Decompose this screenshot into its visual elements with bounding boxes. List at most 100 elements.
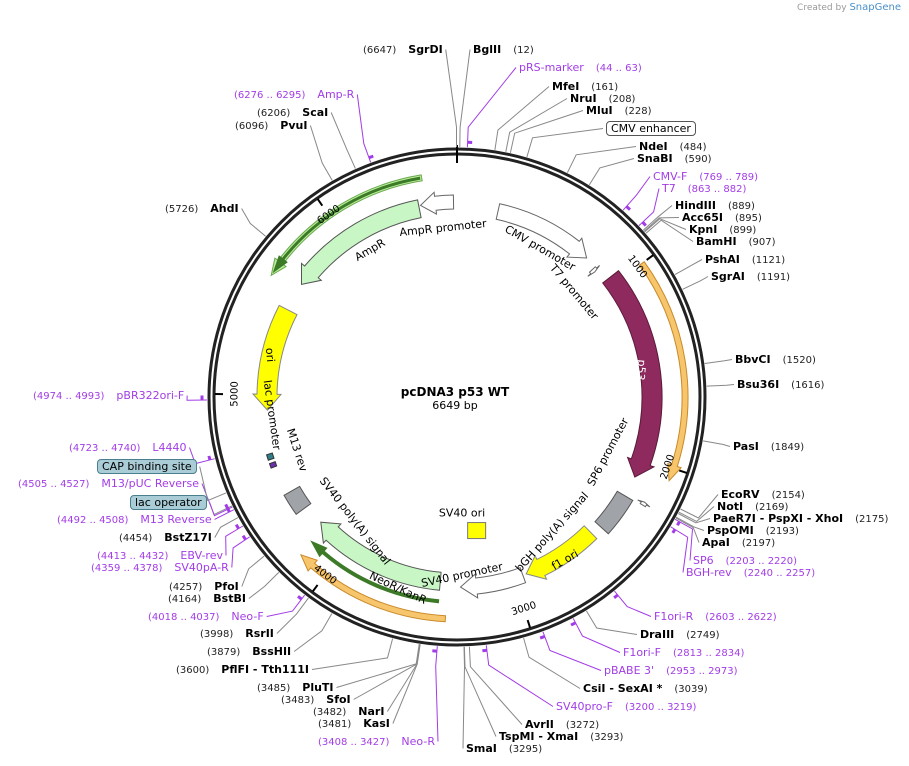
feature-box-lac-operator[interactable]: lac operator (130, 495, 207, 510)
enzyme-label-hindiii[interactable]: HindIII(889) (675, 200, 755, 213)
enzyme-label-ahdi[interactable]: (5726)AhdI (165, 203, 239, 216)
label-connector (231, 536, 250, 568)
enzyme-label-avrii[interactable]: AvrII(3272) (525, 719, 599, 732)
enzyme-label-bbvci[interactable]: BbvCI(1520) (735, 354, 816, 367)
primer-label-m13-puc-reverse[interactable]: (4505 .. 4527)M13/pUC Reverse (18, 478, 199, 491)
enzyme-label-kasi[interactable]: (3481)KasI (318, 718, 390, 731)
enzyme-label-sgrai[interactable]: SgrAI(1191) (711, 271, 790, 284)
enzyme-label-apai[interactable]: ApaI(2197) (702, 537, 775, 550)
label-connector (505, 98, 568, 152)
enzyme-label-bglii[interactable]: BglII(12) (473, 44, 534, 57)
enzyme-label-scai[interactable]: (6206)ScaI (257, 107, 328, 120)
label-connector (276, 597, 309, 634)
site-name: F1ori-F (623, 646, 661, 659)
enzyme-label-noti[interactable]: NotI(2169) (717, 501, 788, 514)
primer-label-cmv-f[interactable]: CMV-F(769 .. 789) (653, 171, 758, 184)
primer-label-f1ori-r[interactable]: F1ori-R(2603 .. 2622) (654, 611, 777, 624)
label-connector (266, 594, 305, 617)
site-name: EcoRV (721, 488, 760, 501)
primer-label-amp-r[interactable]: (6276 .. 6295)Amp-R (234, 89, 354, 102)
primer-label-prs-marker[interactable]: pRS-marker(44 .. 63) (519, 62, 642, 75)
snapgene-credit: Created by SnapGene (797, 2, 901, 13)
label-connector (468, 646, 523, 725)
label-connector (704, 359, 733, 364)
site-position: (3485) (257, 683, 291, 694)
label-connector (644, 218, 687, 233)
feature-label-sv40-ori[interactable]: SV40 ori (438, 506, 486, 520)
label-connector (678, 506, 715, 522)
feature-label-ori[interactable]: ori (262, 347, 278, 363)
primer-binding-mark (671, 528, 677, 534)
plasmid-length: 6649 bp (432, 399, 478, 412)
enzyme-label-draiii[interactable]: DraIII(2749) (640, 629, 720, 642)
feature-box-cmv-enhancer[interactable]: CMV enhancer (606, 121, 696, 136)
enzyme-label-nari[interactable]: (3482)NarI (313, 706, 384, 719)
enzyme-label-sfoi[interactable]: (3483)SfoI (281, 694, 351, 707)
enzyme-label-bsshii[interactable]: (3879)BssHII (207, 646, 291, 659)
site-position: (2203 .. 2220) (725, 556, 798, 567)
enzyme-label-pluti[interactable]: (3485)PluTI (257, 682, 334, 695)
enzyme-label-bsu36i[interactable]: Bsu36I(1616) (737, 379, 824, 392)
enzyme-label-nrui[interactable]: NruI(208) (570, 93, 635, 106)
tick-mark (526, 619, 532, 629)
enzyme-label-pasi[interactable]: PasI(1849) (733, 441, 804, 454)
site-position: (2193) (765, 526, 799, 537)
enzyme-label-acc65i[interactable]: Acc65I(895) (682, 212, 762, 225)
site-position: (889) (727, 201, 755, 212)
sv40-promoter (459, 567, 527, 599)
primer-label-ebv-rev[interactable]: (4413 .. 4432)EBV-rev (97, 550, 223, 563)
primer-label-neo-f[interactable]: (4018 .. 4037)Neo-F (148, 611, 264, 624)
site-position: (3408 .. 3427) (318, 737, 390, 748)
enzyme-label-rsrii[interactable]: (3998) RsrII (200, 628, 274, 641)
label-connector (642, 205, 673, 231)
site-position: (3998) (200, 629, 234, 640)
site-position: (3272) (565, 720, 600, 731)
primer-label-neo-r[interactable]: (3408 .. 3427) Neo-R (318, 736, 435, 749)
site-name: SfoI (326, 693, 351, 706)
primer-label-bgh-rev[interactable]: BGH-rev(2240 .. 2257) (686, 567, 815, 580)
enzyme-label-bstz17i[interactable]: (4454)BstZ17I (119, 532, 212, 545)
enzyme-label-mlui[interactable]: MluI(228) (586, 105, 652, 118)
primer-label-pbabe-3[interactable]: pBABE 3'(2953 .. 2973) (604, 665, 738, 678)
enzyme-label-pspomi[interactable]: PspOMI(2193) (707, 525, 799, 538)
primer-label-pbr322ori-f[interactable]: (4974 .. 4993)pBR322ori-F (33, 390, 184, 403)
primer-label-sv40pro-f[interactable]: SV40pro-F(3200 .. 3219) (556, 701, 696, 714)
enzyme-label-smai[interactable]: SmaI(3295) (466, 743, 542, 756)
primer-label-t7[interactable]: T7(863 .. 882) (662, 183, 746, 196)
primer-label-f1ori-f[interactable]: F1ori-F(2813 .. 2834) (623, 647, 744, 660)
label-connector (509, 110, 584, 153)
primer-label-sp6[interactable]: SP6(2203 .. 2220) (693, 555, 797, 568)
primer-label-l4440[interactable]: (4723 .. 4740)L4440 (69, 442, 187, 455)
enzyme-label-tspmi-xmai[interactable]: TspMI - XmaI(3293) (499, 731, 623, 744)
enzyme-label-ndei[interactable]: NdeI(484) (639, 141, 707, 154)
enzyme-label-paer7i-pspxi-xhoi[interactable]: PaeR7I - PspXI - XhoI(2175) (713, 513, 888, 526)
site-position: (4413 .. 4432) (97, 551, 169, 562)
site-name: Neo-R (401, 735, 435, 748)
enzyme-label-pfoi[interactable]: (4257)PfoI (169, 581, 239, 594)
enzyme-label-kpni[interactable]: KpnI(899) (689, 224, 756, 237)
enzyme-label-ecorv[interactable]: EcoRV(2154) (721, 489, 805, 502)
t7-promoter (587, 265, 601, 277)
feature-label-p53[interactable]: p53 (633, 358, 649, 382)
primer-label-sv40pa-r[interactable]: (4359 .. 4378)SV40pA-R (91, 562, 229, 575)
enzyme-label-mfei[interactable]: MfeI(161) (552, 81, 618, 94)
label-connector (462, 646, 466, 749)
site-name: Amp-R (317, 88, 355, 101)
feature-box-cap-binding-site[interactable]: CAP binding site (97, 459, 197, 474)
label-connector (706, 384, 735, 387)
enzyme-label-snabi[interactable]: SnaBI(590) (637, 153, 712, 166)
primer-label-m13-reverse[interactable]: (4492 .. 4508)M13 Reverse (57, 514, 212, 527)
enzyme-label-bamhi[interactable]: BamHI(907) (696, 236, 775, 249)
site-position: (3482) (313, 707, 347, 718)
enzyme-label-bstbi[interactable]: (4164)BstBI (168, 593, 246, 606)
label-connector (241, 208, 266, 237)
enzyme-label-sgrdi[interactable]: (6647)SgrDI (363, 44, 443, 57)
site-name: CsiI - SexAI * (583, 682, 663, 695)
enzyme-label-pshai[interactable]: PshAI(1121) (705, 254, 785, 267)
label-connector (248, 572, 280, 599)
site-name: MfeI (552, 80, 580, 93)
enzyme-label-csii-sexai[interactable]: CsiI - SexAI *(3039) (583, 683, 708, 696)
enzyme-label-pflfi-tth111i[interactable]: (3600)PflFI - Tth111I (176, 664, 309, 677)
enzyme-label-pvui[interactable]: (6096)PvuI (235, 120, 307, 133)
site-name: RsrII (245, 627, 274, 640)
